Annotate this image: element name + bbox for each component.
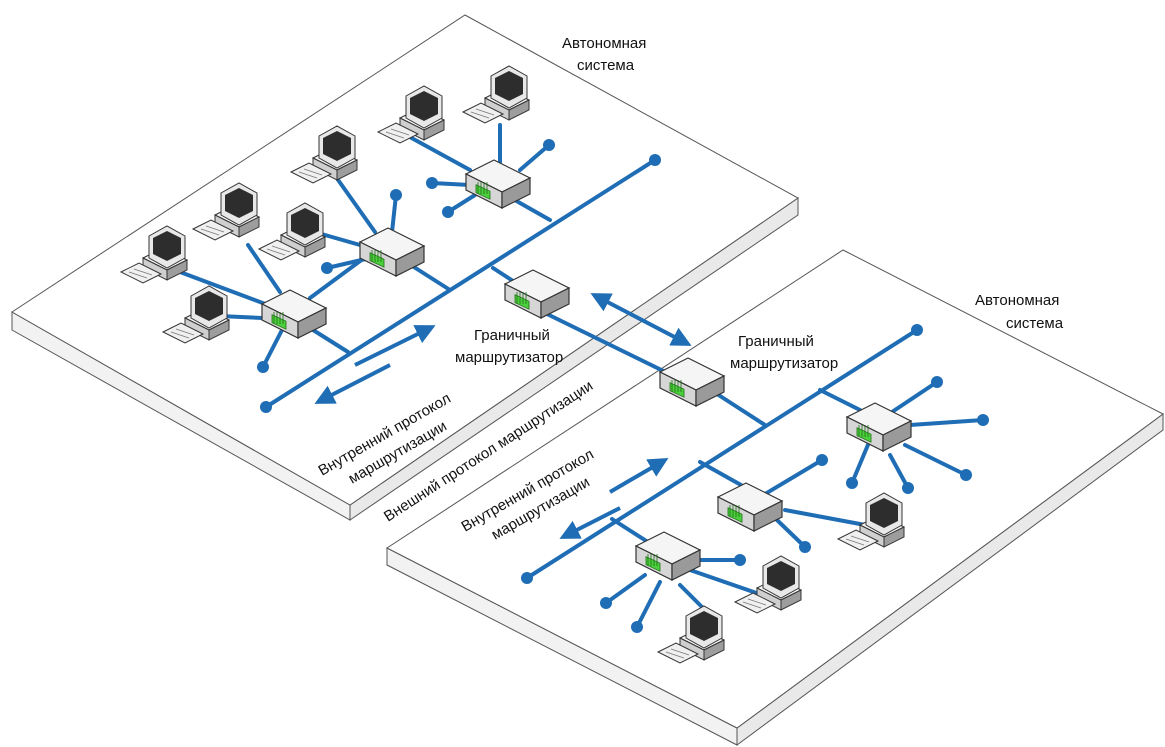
computer-icon <box>161 285 231 344</box>
router-icon <box>658 357 726 407</box>
endpoint-dot-icon <box>734 554 746 566</box>
link-line <box>390 193 398 234</box>
endpoint-dot-icon <box>260 401 272 413</box>
endpoint-dot-icon <box>911 324 923 336</box>
router-icon <box>845 402 913 452</box>
link-line <box>688 568 770 599</box>
endpoint-dot-icon <box>257 361 269 373</box>
router-icon <box>464 159 532 209</box>
interior-arrow-right-down <box>559 506 621 539</box>
exterior-arrow <box>590 293 692 346</box>
link-line <box>246 243 282 294</box>
endpoint-dot-icon <box>931 376 943 388</box>
router-icon <box>716 482 784 532</box>
link-line <box>610 517 650 544</box>
link-line <box>908 418 985 427</box>
arrows <box>314 293 692 539</box>
endpoint-dot-icon <box>543 139 555 151</box>
endpoint-dot-icon <box>977 414 989 426</box>
link-line <box>775 518 807 549</box>
endpoint-dot-icon <box>799 541 811 553</box>
link-line <box>635 580 662 629</box>
link-line <box>850 438 872 485</box>
endpoint-dot-icon <box>649 154 661 166</box>
link-line <box>888 453 910 490</box>
interior-arrow-right-up <box>608 457 669 494</box>
computer-icon <box>461 65 531 124</box>
border-router-right-line1: Граничный <box>738 333 814 350</box>
as-right-label-line2: система <box>1006 315 1064 332</box>
as-right-label-line1: Автономная <box>975 292 1059 309</box>
router-icon <box>503 269 571 319</box>
link-line <box>604 573 647 605</box>
computer-icon <box>119 225 189 284</box>
endpoint-dot-icon <box>600 597 612 609</box>
link-line <box>758 458 824 499</box>
router-icon <box>260 289 328 339</box>
endpoint-dot-icon <box>442 206 454 218</box>
computer-icon <box>656 605 726 664</box>
endpoint-dot-icon <box>816 454 828 466</box>
endpoint-dot-icon <box>846 477 858 489</box>
link-line <box>334 175 377 234</box>
endpoint-dot-icon <box>321 262 333 274</box>
link-line <box>430 181 472 187</box>
endpoint-dot-icon <box>960 469 972 481</box>
computer-icon <box>257 202 327 261</box>
interior-arrow-left-down <box>314 363 391 404</box>
border-router-left-line2: маршрутизатор <box>455 349 563 366</box>
computer-icon <box>376 85 446 144</box>
router-icon <box>634 531 702 581</box>
computers-layer <box>119 65 906 664</box>
endpoint-dot-icon <box>426 177 438 189</box>
as-left-label-line2: система <box>577 57 635 74</box>
interior-arrow-left-up <box>354 325 436 367</box>
endpoint-dot-icon <box>902 482 914 494</box>
link-line <box>903 443 968 477</box>
as-left-label-line1: Автономная <box>562 35 646 52</box>
link-line <box>818 388 862 412</box>
endpoint-dot-icon <box>631 621 643 633</box>
link-line <box>264 158 657 409</box>
endpoint-dot-icon <box>521 572 533 584</box>
link-line <box>178 270 270 307</box>
border-router-right-line2: маршрутизатор <box>730 355 838 372</box>
endpoint-dot-icon <box>390 189 402 201</box>
computer-icon <box>836 492 906 551</box>
link-line <box>698 460 743 487</box>
routers-layer <box>260 159 913 581</box>
computer-icon <box>733 555 803 614</box>
link-line <box>525 328 919 580</box>
computer-icon <box>191 182 261 241</box>
router-icon <box>358 227 426 277</box>
link-line <box>518 143 551 172</box>
border-router-left-line1: Граничный <box>474 327 550 344</box>
endpoint-dots <box>257 139 989 633</box>
link-line <box>261 328 284 369</box>
computer-icon <box>289 125 359 184</box>
